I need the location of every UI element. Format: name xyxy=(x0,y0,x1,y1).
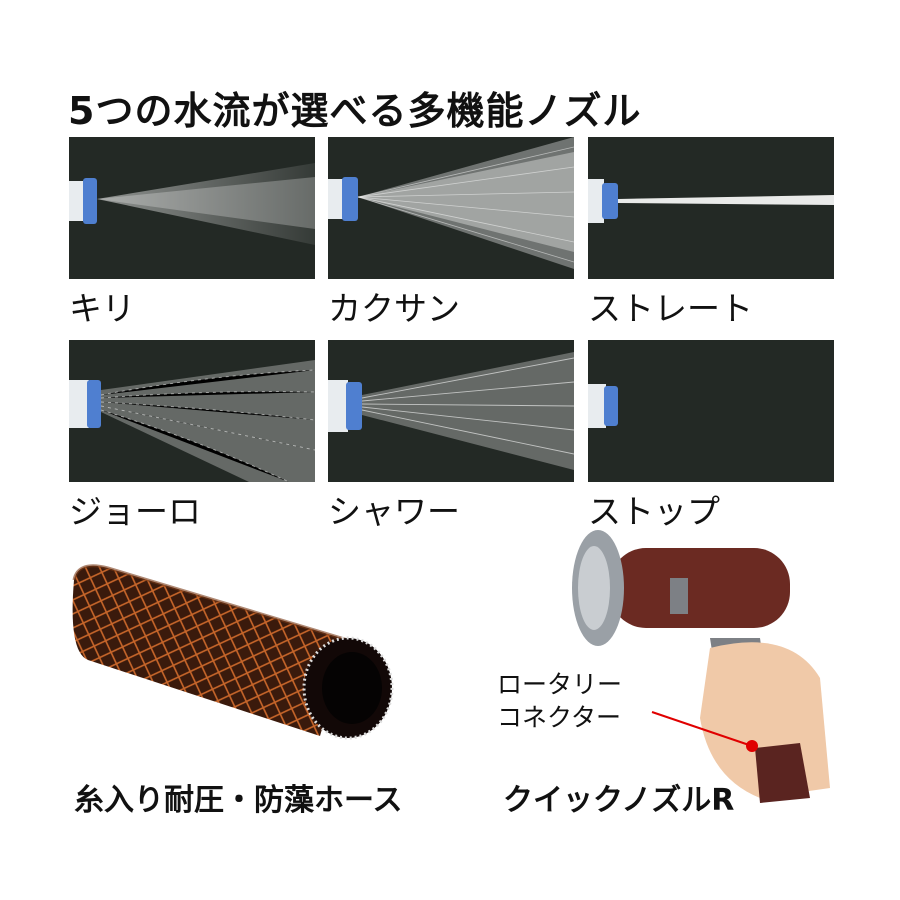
callout-line xyxy=(651,711,753,747)
callout-line1: ロータリー xyxy=(497,670,623,699)
nozzle-tip-icon xyxy=(83,178,97,224)
mode-label: カクサン xyxy=(328,289,460,328)
nozzle-caption: クイックノズルR xyxy=(503,783,735,818)
mode-label: ストップ xyxy=(588,492,720,531)
nozzle-gun-illustration xyxy=(560,528,835,812)
page-title: 5つの水流が選べる多機能ノズル xyxy=(68,89,642,133)
nozzle-tip-icon xyxy=(87,380,101,428)
mode-panel-kakusan xyxy=(328,137,574,279)
mode-panel-joro xyxy=(69,340,315,482)
hose-caption: 糸入り耐圧・防藻ホース xyxy=(74,783,403,818)
mode-panel-shower xyxy=(328,340,574,482)
mode-label: シャワー xyxy=(328,492,460,531)
mode-panel-kiri xyxy=(69,137,315,279)
nozzle-tip-icon xyxy=(342,177,358,221)
nozzle-tip-icon xyxy=(602,183,618,219)
mode-panel-stop xyxy=(588,340,834,482)
mode-label: ストレート xyxy=(588,289,753,328)
hose-illustration xyxy=(68,560,398,744)
rotary-connector-callout: ロータリー コネクター xyxy=(497,668,622,734)
mode-label: ジョーロ xyxy=(69,492,201,531)
nozzle-tip-icon xyxy=(604,386,618,426)
nozzle-tip-icon xyxy=(346,382,362,430)
mode-label: キリ xyxy=(69,289,135,328)
callout-line2: コネクター xyxy=(497,703,622,732)
mode-panel-straight xyxy=(588,137,834,279)
